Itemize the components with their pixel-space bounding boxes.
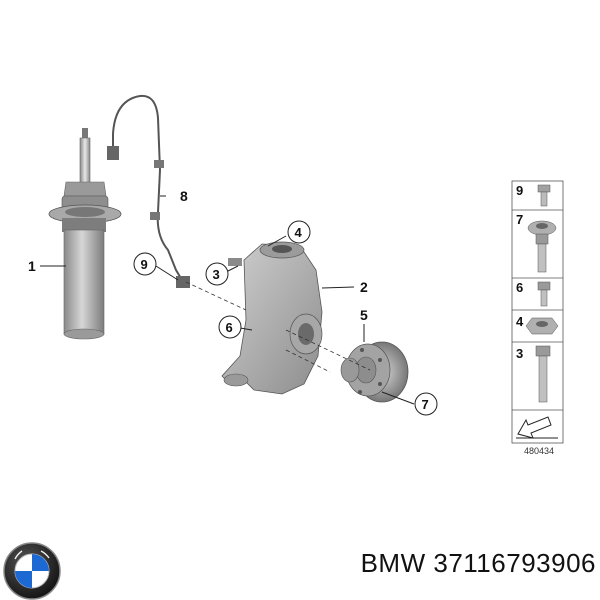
shock-absorber: [48, 128, 122, 340]
callout-6: 6: [218, 315, 242, 339]
svg-text:1: 1: [28, 258, 36, 274]
svg-text:6: 6: [226, 320, 233, 335]
hardware-item-number: 4: [516, 314, 524, 329]
hardware-item-number: 7: [516, 212, 523, 227]
callout-9: 9: [133, 252, 157, 276]
diagram-reference-number: 480434: [524, 446, 554, 456]
svg-text:9: 9: [141, 257, 148, 272]
hex-bolt-short-icon: [537, 281, 551, 307]
hardware-item-number: 9: [516, 183, 523, 198]
callout-4: 4: [287, 220, 311, 244]
hardware-item-number: 3: [516, 346, 523, 361]
hex-bolt-long-icon: [535, 345, 551, 403]
svg-text:2: 2: [360, 279, 368, 295]
svg-text:7: 7: [422, 397, 429, 412]
abs-sensor-wire: [107, 94, 190, 288]
flange-bolt-icon: [527, 220, 557, 273]
bmw-logo: [3, 542, 61, 600]
callout-1: 1: [28, 258, 36, 274]
callout-3: 3: [205, 262, 229, 286]
svg-text:5: 5: [360, 307, 368, 323]
leader-lines: [40, 195, 415, 405]
callout-2: 2: [360, 279, 368, 295]
steering-knuckle: [221, 241, 323, 395]
hex-nut-icon: [525, 317, 559, 335]
callout-8: 8: [180, 188, 188, 204]
part-number-label: BMW 37116793906: [360, 548, 596, 578]
callout-5: 5: [360, 307, 368, 323]
wheel-hub: [340, 341, 409, 403]
cap-screw-icon: [537, 184, 551, 207]
hardware-panel: 9 7 6 4 3 480434: [511, 180, 564, 456]
hardware-item-number: 6: [516, 280, 523, 295]
assembly-lines: [185, 281, 371, 373]
svg-text:3: 3: [213, 267, 220, 282]
callout-7: 7: [414, 392, 438, 416]
svg-text:4: 4: [295, 225, 303, 240]
svg-text:8: 8: [180, 188, 188, 204]
arrow-icon: [516, 416, 558, 439]
